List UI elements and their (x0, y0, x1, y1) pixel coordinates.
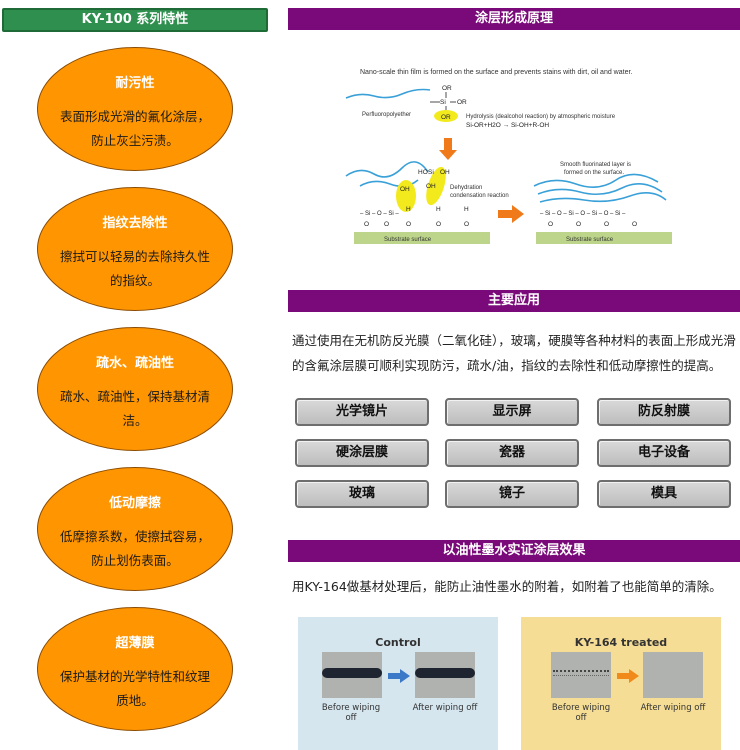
app-button-electronics[interactable]: 电子设备 (597, 439, 731, 467)
coating-formation-diagram: Nano-scale thin film is formed on the su… (345, 69, 672, 244)
hydrolysis-label: Hydrolysis (dealcohol reaction) by atmos… (466, 114, 616, 120)
right-arrow-icon (388, 669, 410, 683)
svg-text:O: O (436, 221, 441, 228)
control-before-sample (322, 652, 382, 698)
svg-text:H: H (406, 206, 411, 213)
app-button-mirror[interactable]: 镜子 (445, 480, 579, 508)
svg-text:– Si – O – Si – O – Si – O – S: – Si – O – Si – O – Si – O – Si – (540, 211, 626, 217)
app-button-anti-reflection[interactable]: 防反射膜 (597, 398, 731, 426)
perfluoro-chain (345, 88, 431, 99)
treated-title: KY-164 treated (574, 636, 668, 649)
control-photo: Control Before wiping off After wiping o… (298, 617, 498, 750)
feature-desc: 保护基材的光学特性和纹理质地。 (59, 669, 210, 708)
feature-desc: 表面形成光滑的氟化涂层，防止灰尘污渍。 (59, 109, 210, 148)
svg-text:OR: OR (442, 85, 452, 92)
svg-text:O: O (632, 221, 637, 228)
svg-text:OR: OR (457, 99, 467, 106)
svg-text:OH: OH (400, 186, 410, 193)
treated-before-caption: Before wiping off (551, 703, 611, 723)
feature-ultra-thin-film: 超薄膜 保护基材的光学特性和纹理质地。 (37, 607, 233, 731)
feature-stain-resistance: 耐污性 表面形成光滑的氟化涂层，防止灰尘污渍。 (37, 47, 233, 171)
feature-desc: 疏水、疏油性，保持基材清洁。 (59, 389, 210, 428)
feature-water-oil-repellency: 疏水、疏油性 疏水、疏油性，保持基材清洁。 (37, 327, 233, 451)
applications-description: 通过使用在无机防反光膜（二氧化硅），玻璃，硬膜等各种材料的表面上形成光滑的含氟涂… (292, 333, 736, 373)
diagram-caption-top: Nano-scale thin film is formed on the su… (360, 69, 632, 76)
feature-low-friction: 低动摩擦 低摩擦系数，使擦拭容易，防止划伤表面。 (37, 467, 233, 591)
svg-text:O: O (364, 221, 369, 228)
down-arrow-icon (439, 138, 457, 160)
svg-text:O: O (384, 221, 389, 228)
perfluoro-label: Perfluoropolyether (362, 112, 411, 118)
control-after-caption: After wiping off (412, 703, 478, 713)
feature-title: 指纹去除性 (102, 216, 168, 231)
control-after-sample (415, 652, 475, 698)
svg-text:O: O (406, 221, 411, 228)
svg-text:H: H (436, 206, 441, 213)
feature-title: 低动摩擦 (108, 496, 161, 511)
svg-text:OR: OR (441, 114, 451, 121)
app-button-glass[interactable]: 玻璃 (295, 480, 429, 508)
feature-title: 疏水、疏油性 (95, 356, 174, 371)
svg-text:– Si – O – Si –: – Si – O – Si – (360, 211, 399, 217)
control-title: Control (375, 636, 421, 649)
reactive-group-highlight (434, 110, 458, 122)
svg-text:Substrate surface: Substrate surface (384, 237, 432, 243)
applications-header: 主要应用 (288, 290, 740, 312)
treated-after-caption: After wiping off (640, 703, 706, 713)
feature-desc: 低摩擦系数，使擦拭容易，防止划伤表面。 (59, 529, 210, 568)
right-arrow-icon (498, 205, 524, 223)
ink-test-header: 以油性墨水实证涂层效果 (288, 540, 740, 562)
svg-text:Si: Si (428, 169, 434, 176)
app-button-hard-coat[interactable]: 硬涂层膜 (295, 439, 429, 467)
treated-photo: KY-164 treated Before wiping off After w… (521, 617, 721, 750)
svg-text:HO: HO (418, 169, 428, 176)
app-button-mold[interactable]: 模具 (597, 480, 731, 508)
app-button-display[interactable]: 显示屏 (445, 398, 579, 426)
svg-text:O: O (604, 221, 609, 228)
right-arrow-icon (617, 669, 639, 683)
control-before-caption: Before wiping off (321, 703, 381, 723)
app-button-optical-lens[interactable]: 光学镜片 (295, 398, 429, 426)
feature-title: 耐污性 (115, 76, 155, 91)
treated-after-sample (643, 652, 703, 698)
svg-text:Si: Si (440, 99, 446, 106)
svg-text:O: O (576, 221, 581, 228)
svg-text:OH: OH (426, 183, 436, 190)
coating-principle-header: 涂层形成原理 (288, 8, 740, 30)
substrate-left (354, 232, 490, 244)
ink-test-description: 用KY-164做基材处理后，能防止油性墨水的附着，如附着了也能简单的清除。 (292, 579, 722, 594)
svg-text:Substrate surface: Substrate surface (566, 237, 614, 243)
svg-text:O: O (548, 221, 553, 228)
treated-before-sample (551, 652, 611, 698)
hydrolysis-equation: Si-OR+H2O → Si-OH+R-OH (466, 122, 549, 129)
series-features-header: KY-100 系列特性 (2, 8, 268, 32)
feature-desc: 擦拭可以轻易的去除持久性的指纹。 (59, 249, 210, 288)
dehydration-label: Dehydration (450, 185, 482, 191)
svg-text:OH: OH (440, 169, 450, 176)
svg-text:formed on the surface.: formed on the surface. (564, 170, 624, 176)
smooth-layer-label: Smooth fluorinated layer is (560, 162, 631, 168)
app-button-ceramics[interactable]: 瓷器 (445, 439, 579, 467)
svg-text:H: H (464, 206, 469, 213)
feature-title: 超薄膜 (115, 636, 155, 651)
svg-text:O: O (464, 221, 469, 228)
substrate-right (536, 232, 672, 244)
feature-fingerprint-removal: 指纹去除性 擦拭可以轻易的去除持久性的指纹。 (37, 187, 233, 311)
svg-text:condensation reaction: condensation reaction (450, 193, 509, 199)
